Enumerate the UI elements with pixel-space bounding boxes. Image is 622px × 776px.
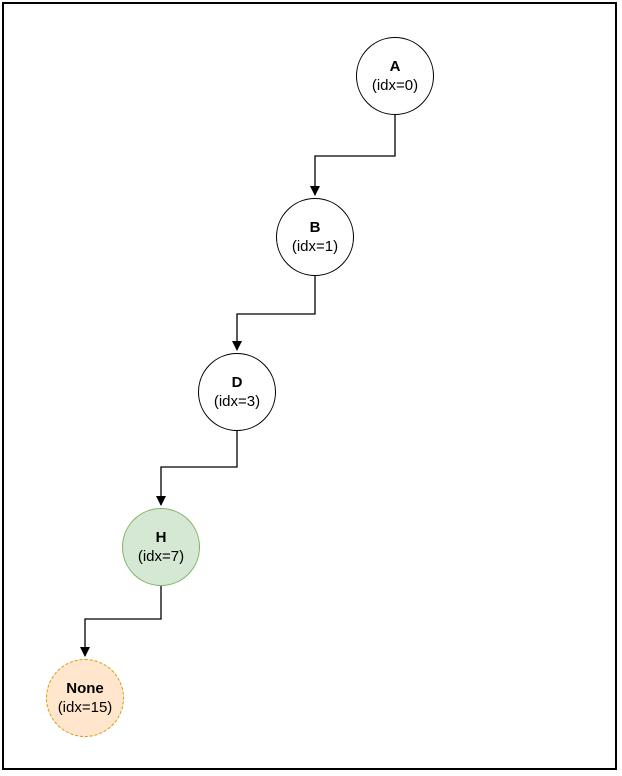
node-idx-label: (idx=0)	[371, 77, 419, 94]
edge-h-to-none	[80, 586, 162, 657]
node-label: None	[66, 680, 104, 697]
tree-node-h: H (idx=7)	[122, 508, 200, 586]
tree-node-a: A (idx=0)	[356, 37, 434, 115]
edge-connectors-svg	[80, 115, 396, 657]
node-label: D	[231, 374, 243, 391]
edge-b-to-d	[232, 276, 316, 351]
node-idx-label: (idx=3)	[213, 393, 261, 410]
node-idx-label: (idx=15)	[57, 699, 113, 716]
tree-node-b: B (idx=1)	[276, 198, 354, 276]
node-idx-label: (idx=7)	[137, 548, 185, 565]
edge-a-to-b	[310, 115, 396, 196]
node-label: A	[389, 58, 401, 75]
edge-d-to-h	[156, 431, 238, 506]
node-label: H	[155, 529, 167, 546]
node-label: B	[309, 219, 321, 236]
tree-node-d: D (idx=3)	[198, 353, 276, 431]
tree-node-none: None (idx=15)	[46, 659, 124, 737]
node-idx-label: (idx=1)	[291, 238, 339, 255]
diagram-canvas: A (idx=0) B (idx=1) D (idx=3) H (idx=7) …	[2, 2, 617, 770]
